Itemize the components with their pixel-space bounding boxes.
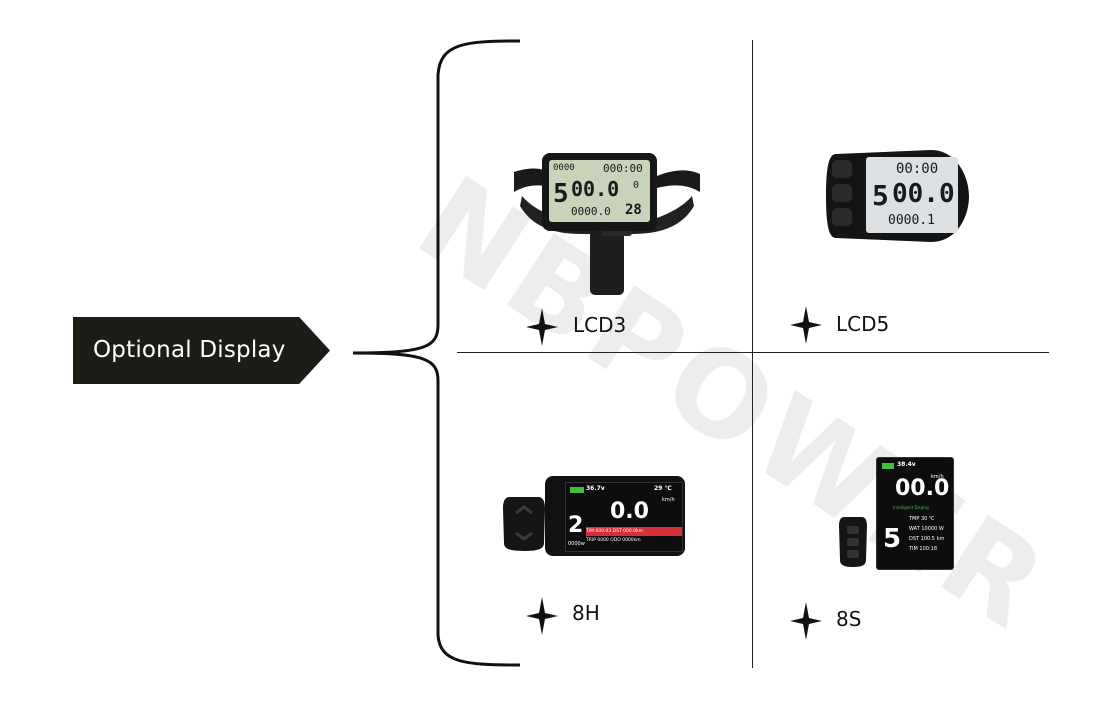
8h-battery-icon xyxy=(570,487,584,493)
lcd3-speed: 00.0 xyxy=(571,177,620,201)
8s-row-time: TIM 100:18 xyxy=(909,546,938,552)
lcd3-level: 5 xyxy=(553,179,569,209)
star-bullet-icon xyxy=(526,308,558,346)
lcd5-time: 00:00 xyxy=(896,161,939,177)
8s-remote-image xyxy=(839,517,867,567)
caption-8h: 8H xyxy=(572,601,600,625)
lcd3-display-image xyxy=(514,153,700,295)
star-bullet-icon xyxy=(790,306,822,344)
8h-unit: km/h xyxy=(662,497,675,503)
8s-voltage: 38.4v xyxy=(897,461,916,468)
caption-lcd5: LCD5 xyxy=(836,312,890,336)
8s-display: 38.4v km/h 00.0 Intelligent Display 5 TM… xyxy=(876,457,954,570)
8s-row-dist: DST 100.5 km xyxy=(909,536,945,542)
8h-speed: 0.0 xyxy=(610,499,649,524)
star-bullet-icon xyxy=(790,602,822,640)
lcd5-level: 5 xyxy=(872,179,889,212)
8h-row1: TIM 000:03 DST 000.0km xyxy=(586,527,682,536)
optional-display-tag: Optional Display xyxy=(73,317,330,384)
8s-battery-icon xyxy=(882,463,894,469)
8s-speed: 00.0 xyxy=(895,476,950,501)
horizontal-divider xyxy=(457,352,1049,353)
star-bullet-icon xyxy=(526,597,558,635)
8h-level: 2 xyxy=(568,513,584,538)
lcd5-speed: 00.0 xyxy=(892,179,955,209)
lcd5-screen: 00:00 5 00.0 0000.1 xyxy=(866,157,958,233)
caption-8s: 8S xyxy=(836,607,862,631)
lcd3-temp: 28 xyxy=(625,202,642,218)
lcd5-display-image xyxy=(826,150,969,242)
lcd5-odo: 0000.1 xyxy=(888,213,935,228)
lcd3-odo: 0000.0 xyxy=(571,205,611,218)
8h-temp: 29 ℃ xyxy=(654,485,672,492)
8s-level: 5 xyxy=(883,524,902,554)
8h-voltage: 36.7v xyxy=(586,485,605,492)
lcd3-time: 000:00 xyxy=(603,162,643,175)
caption-lcd3: LCD3 xyxy=(573,313,627,337)
8h-power: 0000w xyxy=(568,541,585,547)
lcd3-right-value: 0 xyxy=(633,180,640,191)
vertical-divider xyxy=(752,40,753,668)
8h-row2: TRIP 0000 ODO 0000km xyxy=(586,538,641,543)
lcd3-battery: 0000 xyxy=(553,163,575,173)
8s-unit: km/h xyxy=(931,474,944,480)
8s-row-watt: WAT 10000 W xyxy=(909,526,944,532)
8h-display: 36.7v 29 ℃ km/h 2 0.0 TIM 000:03 DST 000… xyxy=(545,476,685,556)
8s-row-temp: TMP 30 ℃ xyxy=(909,516,935,522)
remote-button-image xyxy=(503,497,545,551)
lcd3-screen: 0000 000:00 5 00.0 0 0000.0 28 xyxy=(549,160,650,222)
curly-brace xyxy=(352,39,521,667)
8s-caption: Intelligent Display xyxy=(893,505,930,510)
